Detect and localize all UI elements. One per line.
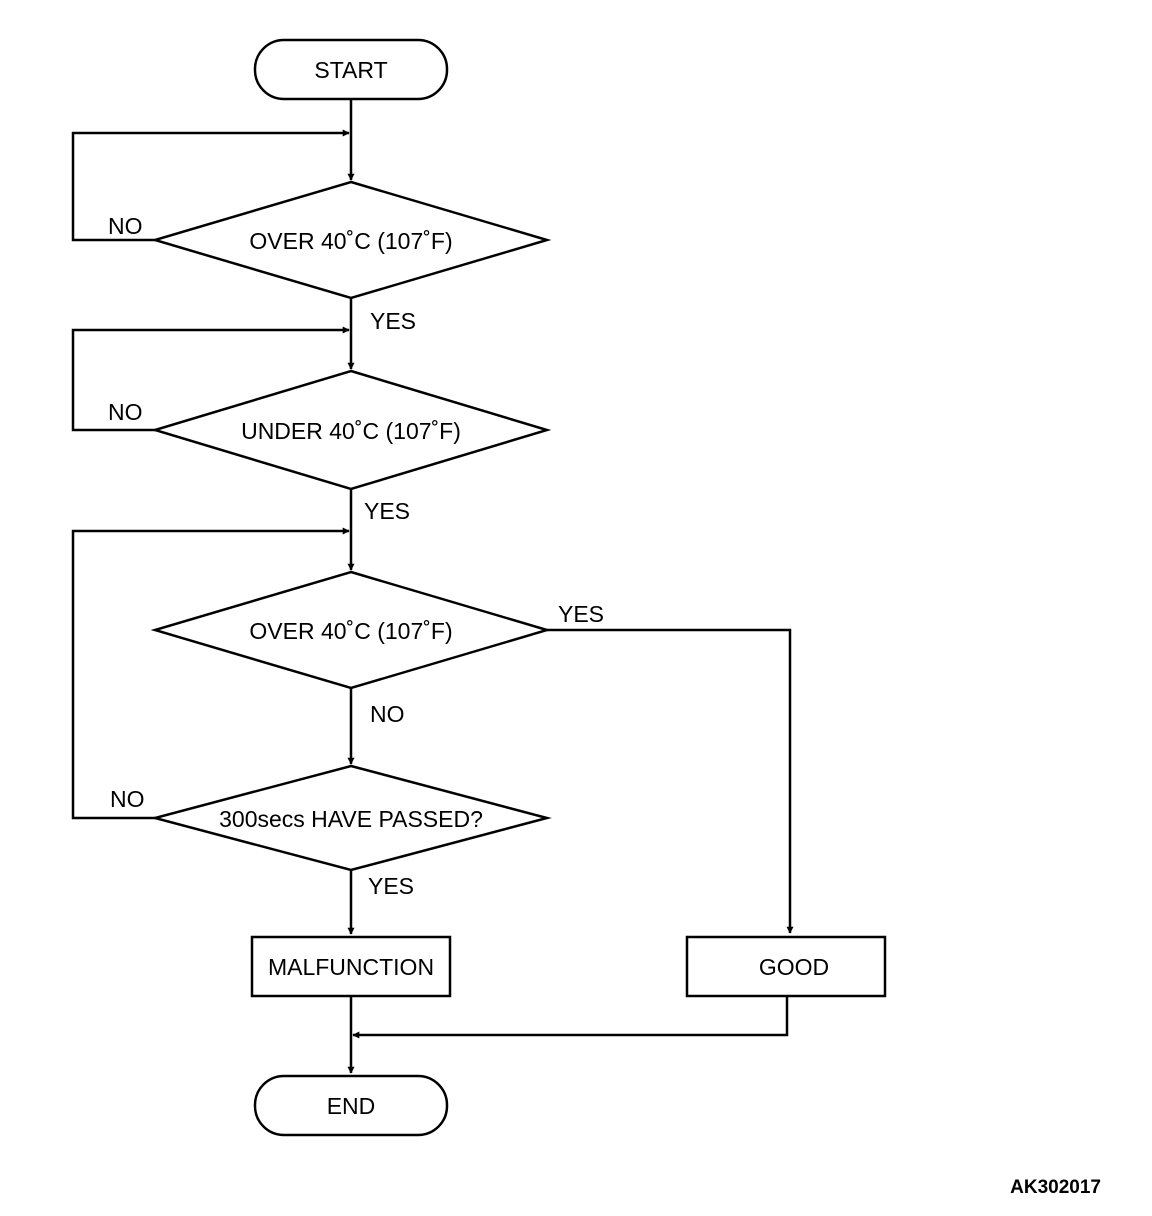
good-label: GOOD bbox=[759, 954, 829, 980]
d1-no-label: NO bbox=[108, 213, 143, 239]
loop-d1-no bbox=[71, 129, 350, 242]
figure-code: AK302017 bbox=[1010, 1177, 1101, 1198]
decision-1-label: OVER 40˚C (107˚F) bbox=[249, 228, 452, 254]
d2-no-label: NO bbox=[108, 399, 143, 425]
d4-no-label: NO bbox=[110, 786, 145, 812]
end-label: END bbox=[327, 1093, 376, 1119]
start-label: START bbox=[314, 57, 387, 83]
d3-yes-label: YES bbox=[558, 601, 604, 627]
malfunction-box bbox=[250, 935, 452, 998]
decision-2-label: UNDER 40˚C (107˚F) bbox=[241, 418, 461, 444]
branch-d3-yes-to-good bbox=[547, 628, 794, 934]
d4-yes-label: YES bbox=[368, 873, 414, 899]
d1-yes-label: YES bbox=[370, 308, 416, 334]
connector-good-join bbox=[352, 996, 789, 1039]
malfunction-label: MALFUNCTION bbox=[268, 954, 434, 980]
loop-d2-no bbox=[71, 326, 350, 432]
d2-yes-label: YES bbox=[364, 498, 410, 524]
end-terminal bbox=[253, 1074, 449, 1137]
decision-4-label: 300secs HAVE PASSED? bbox=[219, 806, 483, 832]
decision-3-label: OVER 40˚C (107˚F) bbox=[249, 618, 452, 644]
d3-no-label: NO bbox=[370, 701, 405, 727]
loop-d4-no bbox=[71, 527, 350, 820]
